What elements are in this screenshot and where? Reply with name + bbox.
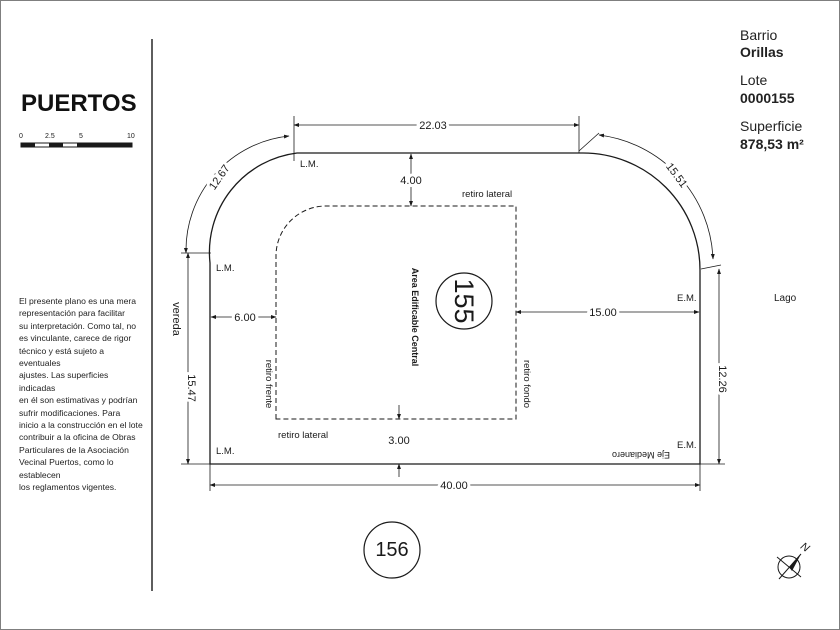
north-arrow-icon: N xyxy=(776,540,811,580)
scale-tick: 5 xyxy=(79,133,83,140)
retiro-lateral-label: retiro lateral xyxy=(278,430,328,441)
dim-side-left-label: 6.00 xyxy=(234,312,255,324)
dim-right-side-label: 12.26 xyxy=(716,365,728,393)
neighbor-lot-number: 156 xyxy=(375,539,408,561)
page-title: PUERTOS xyxy=(21,90,137,117)
retiro-lateral-label: retiro lateral xyxy=(462,189,512,200)
disclaimer-text: El presente plano es una mera representa… xyxy=(19,296,143,493)
dimension-left-side: 15.47 xyxy=(181,252,210,465)
dimension-side-right: 15.00 xyxy=(515,304,700,322)
lago-label: Lago xyxy=(774,293,797,304)
em-label: E.M. xyxy=(677,440,697,451)
lote-value: 0000155 xyxy=(740,90,795,106)
dimension-arc-right: 15.51 xyxy=(578,132,722,270)
retiro-fondo-label: retiro fondo xyxy=(521,360,532,408)
lm-label: L.M. xyxy=(216,446,234,457)
dim-arc-left-label: 12.67 xyxy=(207,163,233,192)
dim-bottom-label: 40.00 xyxy=(440,480,468,492)
dimension-right-side: 12.26 xyxy=(700,268,731,465)
dim-back-setback-label: 3.00 xyxy=(388,435,409,447)
eje-medianero-label: Eje Medianero xyxy=(612,450,670,460)
vereda-label: vereda xyxy=(170,302,182,337)
dim-side-right-label: 15.00 xyxy=(589,307,617,319)
scale-tick: 0 xyxy=(19,133,23,140)
scale-bar: 0 2.5 5 10 xyxy=(19,133,135,148)
dim-top-label: 22.03 xyxy=(419,120,447,132)
dimension-top: 22.03 xyxy=(293,116,580,161)
dimension-side-left: 6.00 xyxy=(210,309,277,327)
lote-label: Lote xyxy=(740,72,768,88)
scale-tick: 10 xyxy=(127,133,135,140)
neighbor-lot-marker: 156 xyxy=(363,521,421,579)
superficie-label: Superficie xyxy=(740,118,803,134)
barrio-label: Barrio xyxy=(740,27,778,43)
dimension-front-setback: 4.00 xyxy=(397,153,425,207)
retiro-frente-label: retiro frente xyxy=(263,360,274,409)
lm-label: L.M. xyxy=(300,159,318,170)
em-label: E.M. xyxy=(677,293,697,304)
dimension-back-setback: 3.00 xyxy=(388,405,410,477)
dim-arc-right-label: 15.51 xyxy=(663,161,689,190)
dim-left-side-label: 15.47 xyxy=(185,374,197,402)
dim-front-setback-label: 4.00 xyxy=(400,175,421,187)
dimension-bottom: 40.00 xyxy=(209,464,701,495)
dimension-arc-left: 12.67 xyxy=(181,134,290,254)
lm-label: L.M. xyxy=(216,263,234,274)
north-label: N xyxy=(798,540,811,554)
scale-tick: 2.5 xyxy=(45,133,55,140)
buildable-area-label: Area Edificable Central xyxy=(410,268,420,367)
barrio-value: Orillas xyxy=(740,44,784,60)
lot-number: 155 xyxy=(449,278,479,323)
lot-number-marker: 155 xyxy=(435,272,493,330)
superficie-value: 878,53 m² xyxy=(740,136,804,152)
